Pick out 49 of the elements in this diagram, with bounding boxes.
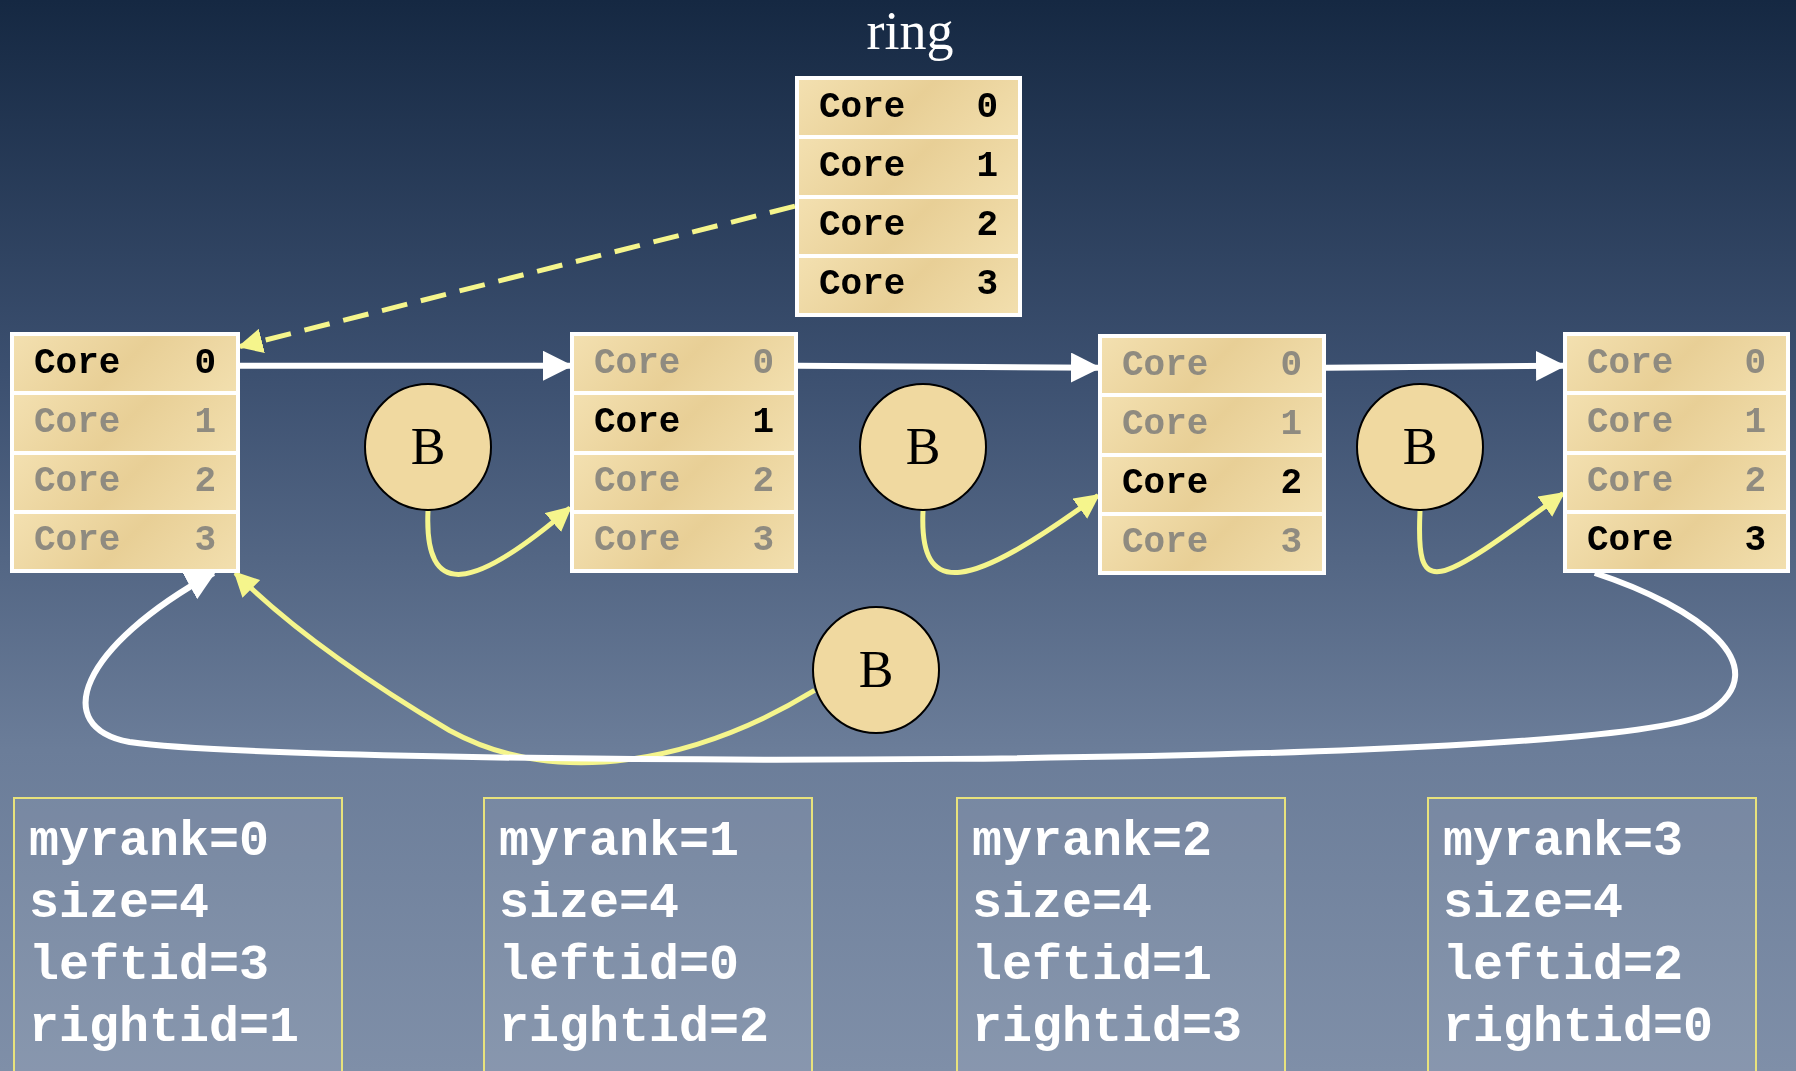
variable-line: rightid=3 — [972, 998, 1244, 1058]
core-cell: Core 2 — [1102, 456, 1322, 512]
core-cell: Core 2 — [574, 454, 794, 510]
core-table — [1563, 332, 1790, 573]
variable-line: myrank=0 — [29, 812, 271, 872]
variable-line: size=4 — [29, 874, 211, 934]
core-cell: Core 0 — [574, 336, 794, 392]
arrow — [1417, 491, 1565, 574]
variable-line: myrank=3 — [1443, 812, 1685, 872]
core-table — [795, 76, 1022, 317]
variable-line: size=4 — [1443, 874, 1625, 934]
core-cell: Core 1 — [1102, 397, 1322, 453]
core-cell: Core 0 — [1102, 338, 1322, 394]
core-table — [10, 332, 240, 573]
core-table — [570, 332, 798, 573]
variable-line: size=4 — [972, 874, 1154, 934]
variable-line: myrank=1 — [499, 812, 741, 872]
core-cell: Core 2 — [799, 198, 1018, 254]
core-cell: Core 3 — [1567, 513, 1786, 569]
core-cell: Core 3 — [1102, 515, 1322, 571]
core-cell: Core 0 — [14, 336, 236, 392]
variable-line: rightid=1 — [29, 998, 301, 1058]
variable-line: rightid=0 — [1443, 998, 1715, 1058]
rank-info-panel — [956, 797, 1286, 1071]
variable-line: leftid=0 — [499, 936, 741, 996]
core-cell: Core 3 — [14, 513, 236, 569]
core-cell: Core 1 — [14, 395, 236, 451]
rank-info-panel — [483, 797, 813, 1071]
variable-line: size=4 — [499, 874, 681, 934]
core-cell: Core 1 — [1567, 395, 1786, 451]
rank-info-panel — [1427, 797, 1757, 1071]
variable-line: myrank=2 — [972, 812, 1214, 872]
core-cell: Core 2 — [1567, 454, 1786, 510]
core-cell: Core 2 — [14, 454, 236, 510]
variable-line: rightid=2 — [499, 998, 771, 1058]
rank-info-panel — [13, 797, 343, 1071]
variable-line: leftid=2 — [1443, 936, 1685, 996]
core-cell: Core 1 — [574, 395, 794, 451]
arrow — [233, 571, 816, 765]
core-cell: Core 0 — [1567, 336, 1786, 392]
core-cell: Core 0 — [799, 80, 1018, 136]
core-cell: Core 3 — [574, 513, 794, 569]
core-cell: Core 3 — [799, 257, 1018, 313]
title: ring — [865, 0, 955, 62]
variable-line: leftid=1 — [972, 936, 1214, 996]
arrow — [425, 506, 572, 577]
core-table — [1098, 334, 1326, 575]
variable-line: leftid=3 — [29, 936, 271, 996]
core-cell: Core 1 — [799, 139, 1018, 195]
